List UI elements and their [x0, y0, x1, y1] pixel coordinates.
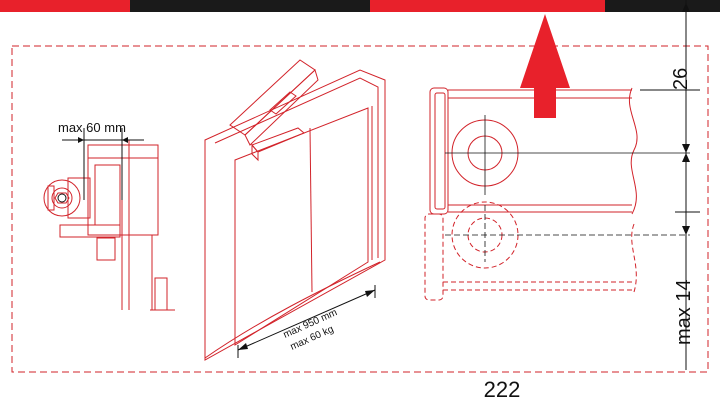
page-number: 222	[484, 377, 521, 402]
arrow-up-icon	[520, 14, 570, 118]
rail-centerlines	[445, 115, 690, 262]
band-red-right	[370, 0, 605, 12]
label-dim-max-14: max 14	[673, 279, 695, 345]
band-dark-right	[605, 0, 720, 12]
label-max-60-mm: max 60 mm	[58, 120, 126, 135]
drawing-frame	[11, 45, 709, 373]
cabinet-door-view	[204, 59, 386, 361]
label-dim-26: 26	[670, 68, 692, 90]
dim-vertical	[640, 0, 700, 370]
dim-max-950mm	[237, 285, 376, 358]
top-band	[0, 0, 720, 12]
dim-max-60mm	[62, 128, 144, 200]
band-red-left	[0, 0, 130, 12]
band-dark-left	[130, 0, 370, 12]
side-view-bracket	[43, 140, 175, 311]
rail-section	[424, 87, 638, 301]
